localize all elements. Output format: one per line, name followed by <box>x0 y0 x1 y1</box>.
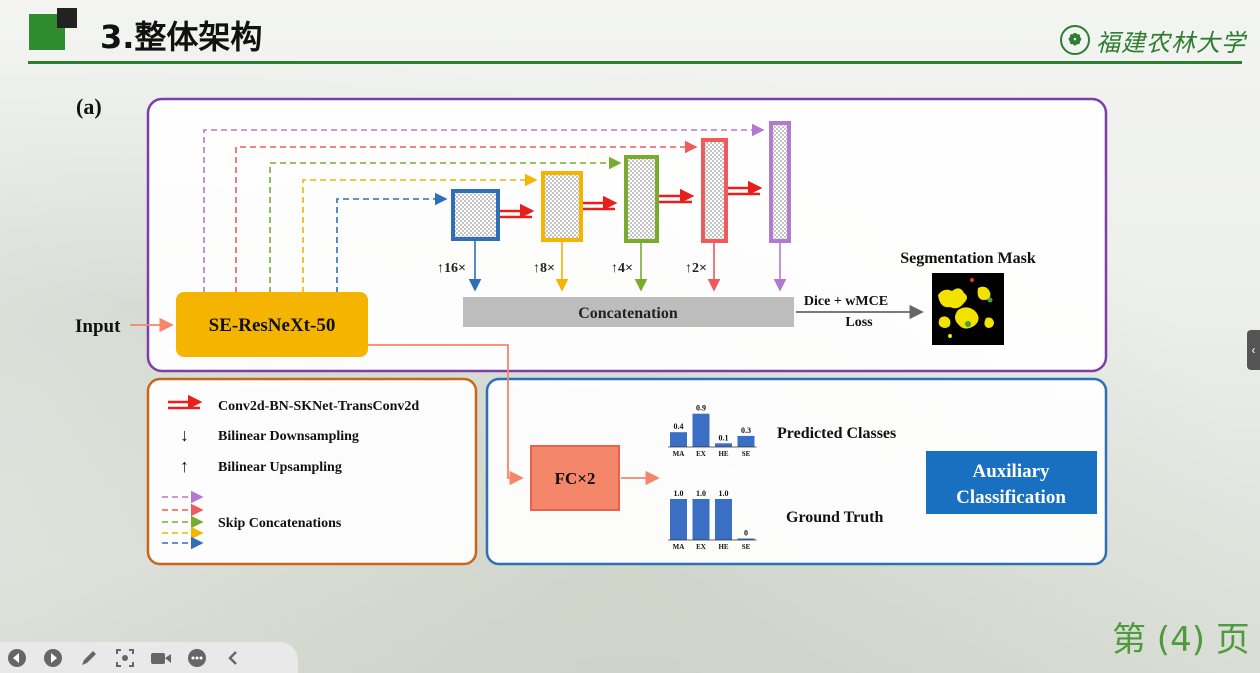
conv-arrow-3 <box>659 188 695 204</box>
truth-value-label-ma: 1.0 <box>674 489 684 498</box>
truth-category-label-se: SE <box>742 543 751 551</box>
truth-value-label-se: 0 <box>744 529 748 538</box>
auxiliary-classification-box <box>926 451 1097 514</box>
segmentation-mask-image <box>932 273 1004 345</box>
legend-up-label: Bilinear Upsampling <box>218 460 342 475</box>
truth-bar-ex <box>692 499 710 540</box>
scale-label-8: ↑8× <box>533 261 555 276</box>
concatenation-label: Concatenation <box>578 305 678 322</box>
header-divider <box>28 61 1242 64</box>
pred-category-label-ex: EX <box>696 450 706 458</box>
ground-truth-chart: 1.0MA 1.0EX 1.0HE 0SE <box>668 489 757 551</box>
backbone-label: SE-ResNeXt-50 <box>209 315 336 336</box>
chevron-left-icon: ‹ <box>1251 343 1256 357</box>
pred-category-label-he: HE <box>718 450 728 458</box>
backbone-block <box>176 292 368 357</box>
legend-skip-label: Skip Concatenations <box>218 516 342 531</box>
decoder-block-1 <box>451 189 500 241</box>
mask-title: Segmentation Mask <box>900 250 1036 267</box>
truth-category-label-ma: MA <box>673 543 685 551</box>
pred-bar-ex <box>692 413 710 447</box>
slide-title: 3.整体架构 <box>100 18 263 56</box>
ground-truth-label: Ground Truth <box>786 509 883 526</box>
truth-bar-he <box>715 499 732 540</box>
skip-line-green <box>269 156 622 293</box>
decoder-block-4 <box>701 138 728 243</box>
loss-label-line2: Loss <box>845 315 873 330</box>
conv-arrow-2 <box>583 195 618 211</box>
fc-connector <box>368 344 524 486</box>
truth-category-label-he: HE <box>718 543 728 551</box>
legend-panel <box>146 377 478 566</box>
pred-bar-he <box>715 443 732 447</box>
truth-bar-ma <box>670 499 687 540</box>
legend-conv-label: Conv2d-BN-SKNet-TransConv2d <box>218 399 419 414</box>
truth-bar-se <box>737 538 755 540</box>
pred-bar-se <box>737 435 755 447</box>
truth-value-label-he: 1.0 <box>719 489 729 498</box>
pred-category-label-se: SE <box>742 450 751 458</box>
skip-line-red <box>235 140 698 293</box>
skip-line-purple <box>203 123 765 293</box>
collapse-icon[interactable] <box>222 647 244 669</box>
pred-value-label-se: 0.3 <box>741 426 751 435</box>
panel-label: (a) <box>76 94 102 119</box>
auxiliary-line2: Classification <box>956 487 1066 508</box>
input-label: Input <box>75 316 121 337</box>
pred-value-label-ma: 0.4 <box>674 422 684 431</box>
zoom-icon[interactable] <box>114 647 136 669</box>
video-icon[interactable] <box>150 647 172 669</box>
legend-down-label: Bilinear Downsampling <box>218 429 359 444</box>
university-name: 福建农林大学 <box>1096 28 1246 57</box>
scale-label-2: ↑2× <box>685 261 707 276</box>
fc-label: FC×2 <box>555 469 596 488</box>
predicted-classes-chart: 0.4MA 0.9EX 0.1HE 0.3SE <box>668 404 757 458</box>
emblem-icon: ❁ <box>1060 25 1090 55</box>
conv-arrow-4 <box>728 180 763 196</box>
concatenation-block <box>463 297 794 327</box>
pred-value-label-ex: 0.9 <box>696 404 706 413</box>
predicted-classes-label: Predicted Classes <box>777 425 896 442</box>
legend-up-symbol: ↑ <box>180 456 189 476</box>
side-panel-toggle[interactable]: ‹ <box>1247 330 1260 370</box>
pen-icon[interactable] <box>78 647 100 669</box>
pred-category-label-ma: MA <box>673 450 685 458</box>
truth-category-label-ex: EX <box>696 543 706 551</box>
pred-bar-ma <box>670 432 687 447</box>
title-decoration-dark <box>57 8 77 28</box>
decoder-block-2 <box>541 171 583 242</box>
presentation-toolbar <box>0 642 298 673</box>
decoder-block-3 <box>624 155 659 243</box>
conv-arrow-1 <box>500 203 535 219</box>
university-logo: ❁ 福建农林大学 <box>1060 22 1250 58</box>
decoder-block-5 <box>769 121 791 243</box>
pred-value-label-he: 0.1 <box>719 433 729 442</box>
legend-down-symbol: ↓ <box>180 425 189 445</box>
page-number: 第 (4) 页 <box>1112 620 1250 660</box>
next-icon[interactable] <box>42 647 64 669</box>
auxiliary-line1: Auxiliary <box>972 461 1050 482</box>
loss-label-line1: Dice + wMCE <box>804 294 888 309</box>
more-icon[interactable] <box>186 647 208 669</box>
skip-line-yellow <box>302 173 538 293</box>
prev-icon[interactable] <box>6 647 28 669</box>
classification-panel <box>485 377 1108 566</box>
fc-block <box>530 445 620 511</box>
scale-label-4: ↑4× <box>611 261 633 276</box>
truth-value-label-ex: 1.0 <box>696 489 706 498</box>
skip-line-blue <box>336 192 448 293</box>
scale-label-16: ↑16× <box>437 261 466 276</box>
